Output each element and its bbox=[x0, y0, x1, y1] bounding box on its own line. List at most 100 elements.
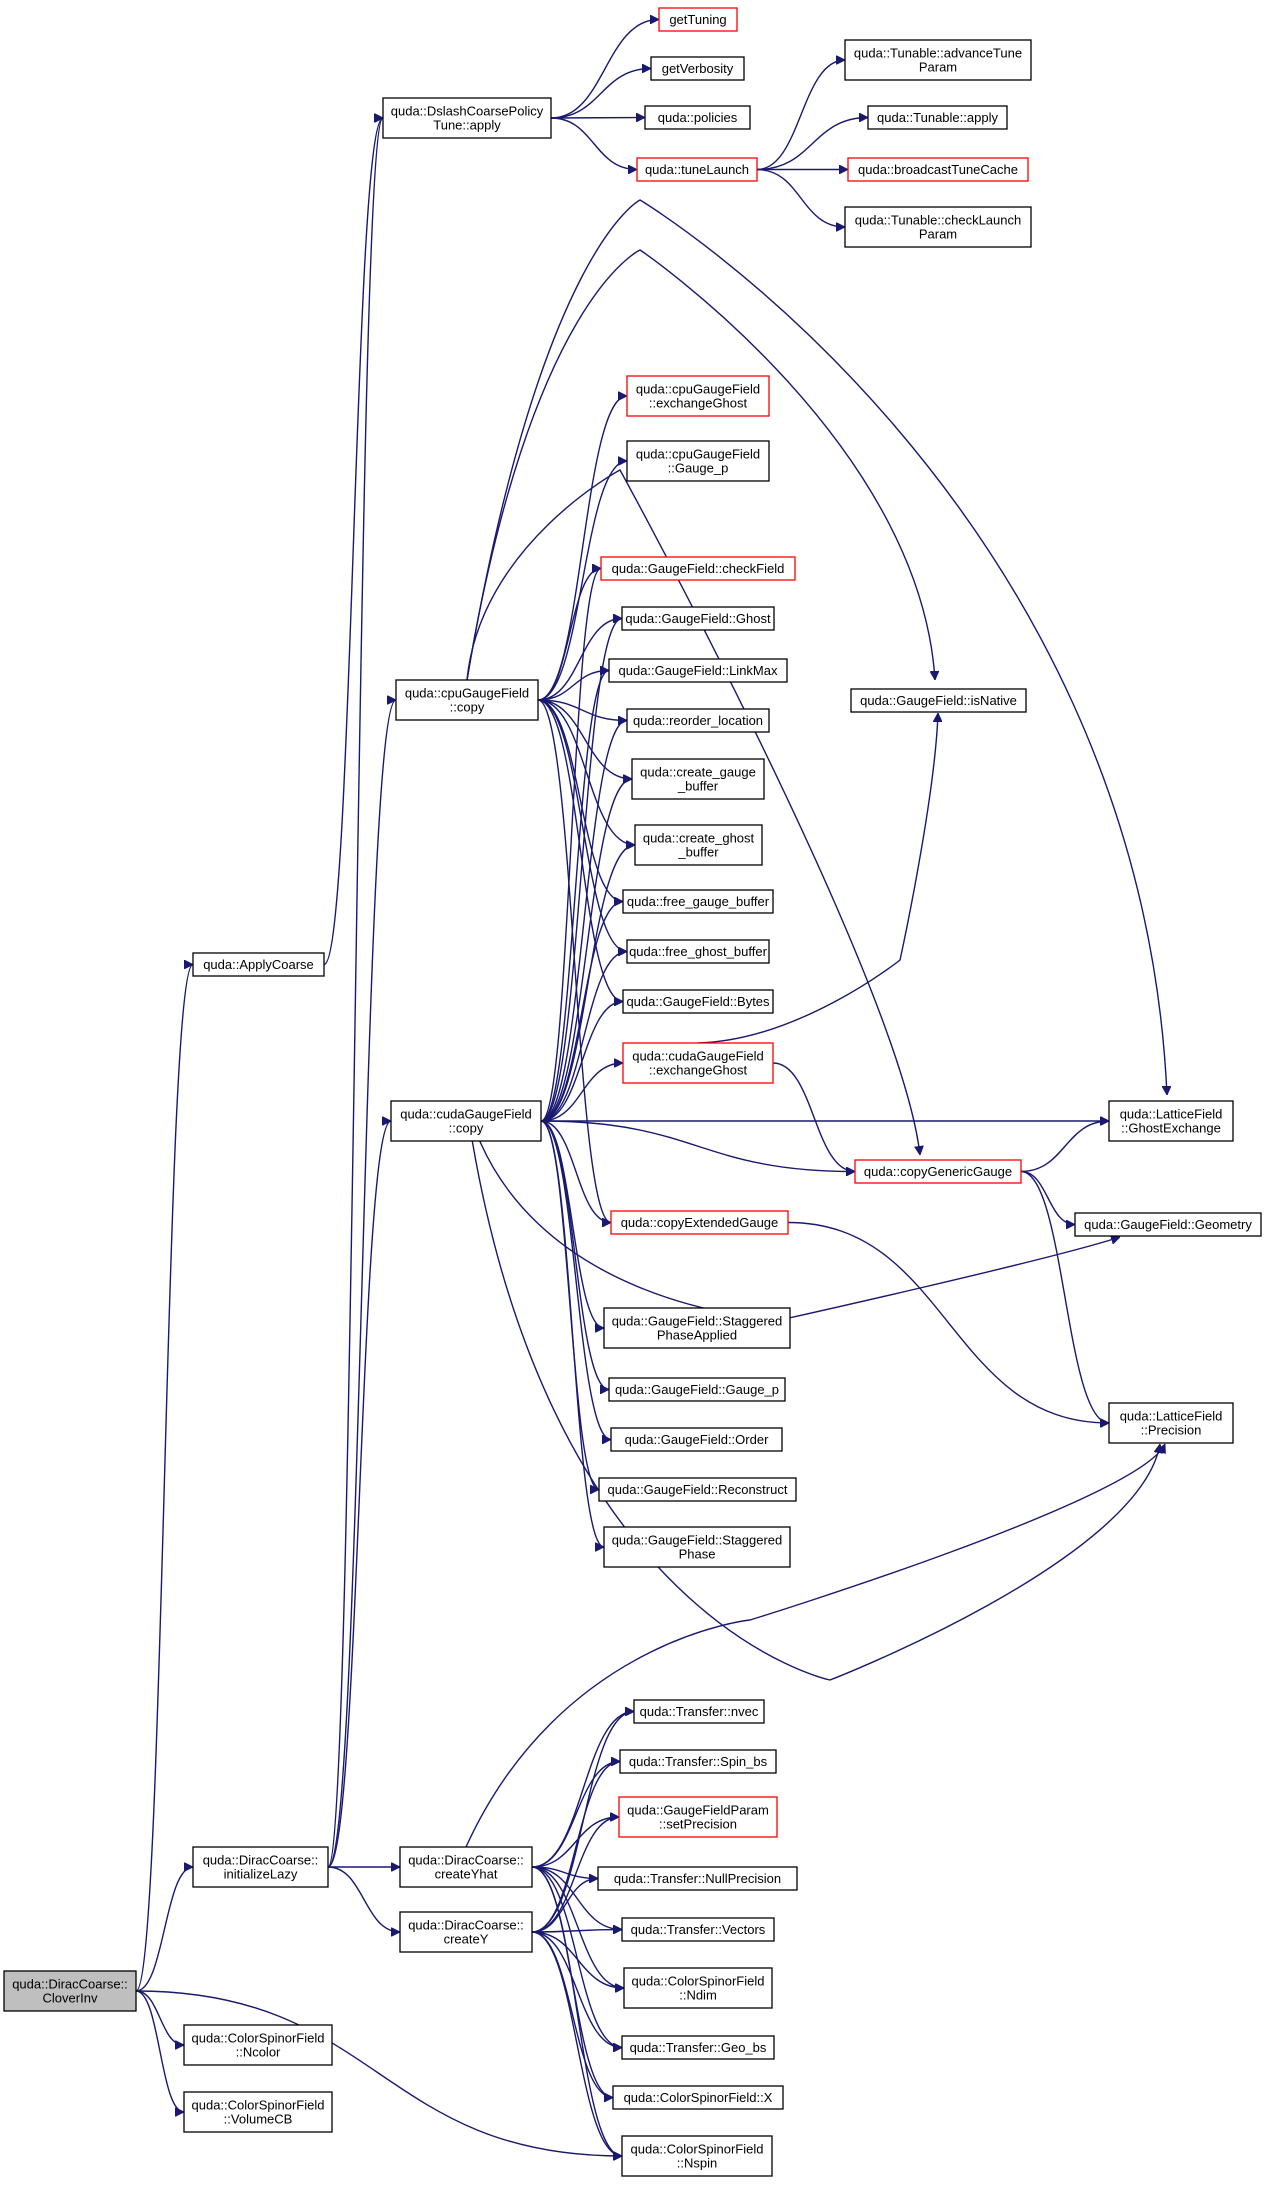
edge-cpucopy-to-creategauge bbox=[537, 699, 632, 779]
node-label: PhaseApplied bbox=[657, 1328, 737, 1343]
edge-cpucopy-to-freegauge bbox=[537, 699, 624, 902]
node-createyhat[interactable]: quda::DiracCoarse::createYhat bbox=[399, 1846, 533, 1888]
node-spinbs[interactable]: quda::Transfer::Spin_bs bbox=[619, 1749, 777, 1774]
edge-createy-to-csfx bbox=[531, 1931, 614, 2098]
node-root[interactable]: quda::DiracCoarse::CloverInv bbox=[3, 1970, 137, 2012]
node-cudaexg[interactable]: quda::cudaGaugeField::exchangeGhost bbox=[622, 1042, 774, 1084]
node-label: quda::GaugeField::Reconstruct bbox=[608, 1482, 788, 1497]
node-bcast[interactable]: quda::broadcastTuneCache bbox=[847, 157, 1029, 182]
node-gfgaugep[interactable]: quda::GaugeField::Gauge_p bbox=[608, 1377, 786, 1402]
node-box bbox=[600, 556, 796, 581]
node-nvec[interactable]: quda::Transfer::nvec bbox=[633, 1699, 765, 1724]
node-label: getVerbosity bbox=[662, 61, 734, 76]
node-gettuning[interactable]: getTuning bbox=[658, 7, 738, 32]
node-checkfield[interactable]: quda::GaugeField::checkField bbox=[600, 556, 796, 581]
node-csfx[interactable]: quda::ColorSpinorField::X bbox=[612, 2085, 784, 2110]
node-vectors[interactable]: quda::Transfer::Vectors bbox=[621, 1917, 775, 1942]
node-label: ::Ndim bbox=[679, 1988, 717, 2003]
edge-root-to-initlazy bbox=[135, 1867, 194, 1992]
node-box bbox=[626, 375, 770, 417]
edge-cpucopy-to-createghost bbox=[537, 699, 635, 845]
edge-cpucopy-to-cpugaugep bbox=[537, 461, 628, 701]
node-geometry[interactable]: quda::GaugeField::Geometry bbox=[1074, 1212, 1262, 1237]
node-box bbox=[644, 105, 751, 130]
edge-cudacopy-to-precision bbox=[465, 1100, 1160, 1681]
node-box bbox=[183, 2091, 333, 2133]
edge-createy-to-ndim bbox=[531, 1931, 624, 1988]
node-label: Param bbox=[919, 60, 957, 75]
node-box bbox=[610, 1427, 783, 1452]
edge-cudacopy-to-staggphase bbox=[540, 1120, 605, 1547]
node-volumecb[interactable]: quda::ColorSpinorField::VolumeCB bbox=[183, 2091, 333, 2133]
node-ncolor[interactable]: quda::ColorSpinorField::Ncolor bbox=[183, 2024, 333, 2066]
node-linkmax[interactable]: quda::GaugeField::LinkMax bbox=[608, 658, 788, 683]
node-bytes[interactable]: quda::GaugeField::Bytes bbox=[622, 989, 774, 1014]
node-applycoarse[interactable]: quda::ApplyCoarse bbox=[192, 952, 325, 977]
node-box bbox=[626, 708, 770, 733]
node-label: initializeLazy bbox=[224, 1867, 298, 1882]
node-creategauge[interactable]: quda::create_gauge_buffer bbox=[631, 758, 765, 800]
node-label: quda::DiracCoarse:: bbox=[203, 1853, 319, 1868]
node-isnative[interactable]: quda::GaugeField::isNative bbox=[850, 688, 1027, 713]
node-cpugaugep[interactable]: quda::cpuGaugeField::Gauge_p bbox=[626, 440, 770, 482]
node-geobs[interactable]: quda::Transfer::Geo_bs bbox=[621, 2035, 775, 2060]
node-label: quda::GaugeField::Gauge_p bbox=[615, 1382, 779, 1397]
node-ghostexch[interactable]: quda::LatticeField::GhostExchange bbox=[1108, 1100, 1234, 1142]
node-copyext[interactable]: quda::copyExtendedGauge bbox=[610, 1210, 789, 1235]
node-box bbox=[1074, 1212, 1262, 1237]
node-nspin[interactable]: quda::ColorSpinorField::Nspin bbox=[621, 2135, 773, 2177]
node-ghost[interactable]: quda::GaugeField::Ghost bbox=[621, 606, 775, 631]
node-label: quda::ColorSpinorField bbox=[632, 1974, 765, 1989]
node-reorder[interactable]: quda::reorder_location bbox=[626, 708, 770, 733]
edge-dslashtune-to-gettuning bbox=[550, 20, 659, 119]
node-label: quda::broadcastTuneCache bbox=[858, 162, 1018, 177]
node-label: quda::GaugeField::Order bbox=[625, 1432, 769, 1447]
node-getverbosity[interactable]: getVerbosity bbox=[650, 56, 745, 81]
node-label: quda::GaugeField::Bytes bbox=[626, 994, 770, 1009]
node-tunapply[interactable]: quda::Tunable::apply bbox=[867, 105, 1008, 130]
node-label: quda::GaugeField::Geometry bbox=[1084, 1217, 1252, 1232]
node-policies[interactable]: quda::policies bbox=[644, 105, 751, 130]
node-freegauge[interactable]: quda::free_gauge_buffer bbox=[622, 889, 774, 914]
node-setprec[interactable]: quda::GaugeFieldParam::setPrecision bbox=[618, 1796, 778, 1838]
node-reconstruct[interactable]: quda::GaugeField::Reconstruct bbox=[598, 1477, 797, 1502]
node-order[interactable]: quda::GaugeField::Order bbox=[610, 1427, 783, 1452]
node-label: quda::free_gauge_buffer bbox=[627, 894, 770, 909]
node-precision[interactable]: quda::LatticeField::Precision bbox=[1108, 1402, 1234, 1444]
node-box bbox=[621, 2135, 773, 2177]
node-freeghost[interactable]: quda::free_ghost_buffer bbox=[626, 939, 770, 964]
node-copygeneric[interactable]: quda::copyGenericGauge bbox=[854, 1159, 1022, 1184]
node-tunelaunch[interactable]: quda::tuneLaunch bbox=[636, 157, 758, 182]
node-label: quda::reorder_location bbox=[633, 713, 763, 728]
edge-tunelaunch-to-advtune bbox=[756, 60, 845, 171]
node-box bbox=[192, 952, 325, 977]
edge-cpucopy-to-copygeneric bbox=[466, 469, 920, 1155]
edge-createyhat-to-nvec bbox=[531, 1712, 634, 1868]
node-box bbox=[598, 1477, 797, 1502]
node-nullprec[interactable]: quda::Transfer::NullPrecision bbox=[597, 1866, 798, 1891]
node-cpuexg[interactable]: quda::cpuGaugeField::exchangeGhost bbox=[626, 375, 770, 417]
node-box bbox=[623, 1967, 773, 2009]
node-cudacopy[interactable]: quda::cudaGaugeField::copy bbox=[390, 1100, 542, 1142]
node-label: Phase bbox=[679, 1547, 716, 1562]
node-createy[interactable]: quda::DiracCoarse::createY bbox=[399, 1911, 533, 1953]
edge-tunelaunch-to-checklaunch bbox=[756, 168, 845, 228]
node-initlazy[interactable]: quda::DiracCoarse::initializeLazy bbox=[192, 1846, 329, 1888]
edge-cudaexg-to-isnative bbox=[697, 713, 938, 1044]
node-label: ::Ncolor bbox=[236, 2045, 281, 2060]
node-label: quda::GaugeField::isNative bbox=[860, 693, 1017, 708]
node-label: ::Precision bbox=[1141, 1423, 1202, 1438]
edge-createy-to-nullprec bbox=[531, 1879, 598, 1933]
node-box bbox=[631, 758, 765, 800]
edge-cudacopy-to-linkmax bbox=[540, 671, 610, 1122]
node-box bbox=[854, 1159, 1022, 1184]
node-ndim[interactable]: quda::ColorSpinorField::Ndim bbox=[623, 1967, 773, 2009]
node-cpucopy[interactable]: quda::cpuGaugeField::copy bbox=[395, 679, 539, 721]
node-createghost[interactable]: quda::create_ghost_buffer bbox=[634, 824, 763, 866]
node-box bbox=[1108, 1100, 1234, 1142]
